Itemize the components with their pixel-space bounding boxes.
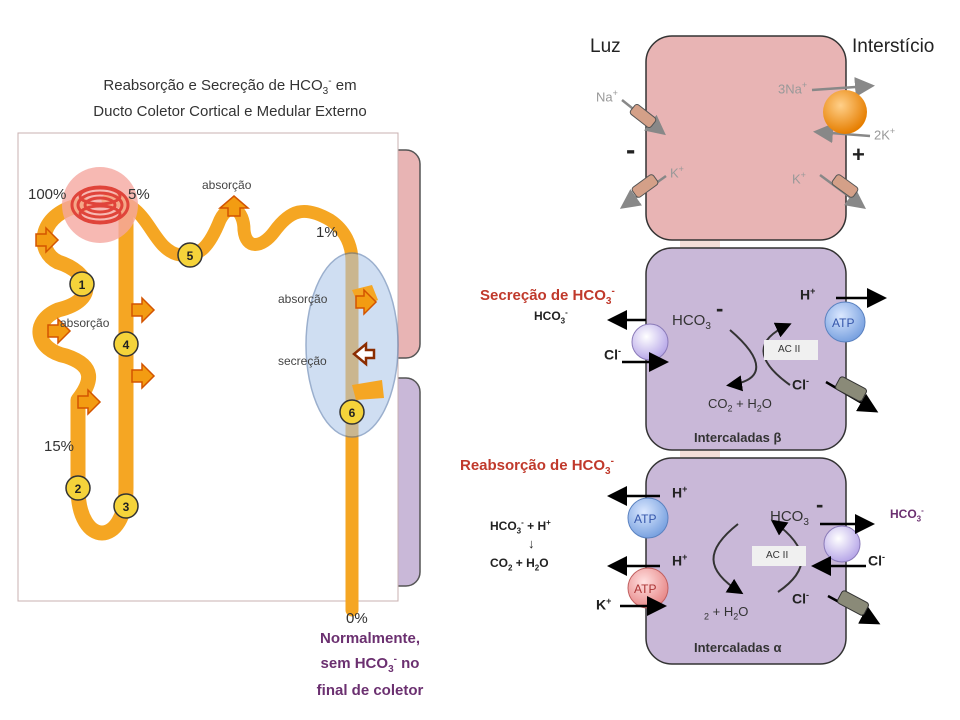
alpha-k-lumen: K+ <box>596 596 612 613</box>
absorption-label-left: absorção <box>60 316 110 330</box>
beta-exchanger <box>631 323 669 361</box>
segment-3-label: 3 <box>123 500 130 514</box>
beta-hco3-cell: HCO3 <box>672 312 711 332</box>
secretion-arrow <box>352 341 376 367</box>
duct-branch <box>352 285 384 400</box>
beta-ac-label: AC II <box>778 344 801 355</box>
alpha-heading: Reabsorção de HCO3- <box>460 456 614 477</box>
alpha-co2-h2o: 2 + H2O <box>704 604 749 622</box>
beta-hco3-charge: - <box>716 296 724 321</box>
lumen-label: Luz <box>590 36 621 57</box>
interstitium-label: Interstício <box>852 36 935 57</box>
absorption-label-duct: absorção <box>278 292 328 306</box>
beta-hco3-lumen: HCO3- <box>534 308 568 326</box>
beta-cell-transport <box>607 288 887 413</box>
alpha-hco3-interstitium: HCO3- <box>890 506 924 524</box>
beta-co2-h2o: CO2 + H2O <box>708 396 772 414</box>
alpha-cell-transport <box>607 486 881 625</box>
segment-6-label: 6 <box>349 406 356 420</box>
principal-cell-transport <box>619 77 875 209</box>
absorption-label-top: absorção <box>202 178 252 192</box>
beta-cell-label: Intercaladas β <box>694 430 782 445</box>
pct-15-label: 15% <box>44 438 75 455</box>
alpha-cl-interstitium-in: Cl- <box>868 552 885 569</box>
alpha-cell-label: Intercaladas α <box>694 640 782 655</box>
beta-heading: Secreção de HCO3- <box>480 286 615 307</box>
alpha-eq-arrow: ↓ <box>528 536 535 551</box>
beta-cl-interstitium: Cl- <box>792 376 809 393</box>
beta-atp-label: ATP <box>832 316 855 330</box>
alpha-atp-pump-h <box>627 497 669 539</box>
alpha-hco3-cell: HCO3 <box>770 508 809 528</box>
alpha-exchanger <box>823 525 861 563</box>
pct-100-label: 100% <box>28 186 67 203</box>
transport-arrows <box>35 195 378 416</box>
interstitium-charge: + <box>852 142 865 167</box>
segment-markers <box>65 242 365 519</box>
segment-1-label: 1 <box>79 278 86 292</box>
alpha-ac-label: AC II <box>766 550 789 561</box>
lumen-charge: - <box>626 134 636 165</box>
pct-0-label: 0% <box>346 610 368 627</box>
alpha-hco3-charge: - <box>816 492 824 517</box>
k-interstitium-label: K+ <box>792 170 806 187</box>
alpha-atp-top: ATP <box>634 512 657 526</box>
pct-1-label: 1% <box>316 224 338 241</box>
na-label: Na+ <box>596 88 618 105</box>
segment-5-label: 5 <box>187 249 194 263</box>
alpha-h-top: H+ <box>672 484 688 501</box>
segment-2-label: 2 <box>75 482 82 496</box>
alpha-cl-interstitium-out: Cl- <box>792 590 809 607</box>
alpha-h-bottom: H+ <box>672 552 688 569</box>
beta-h-label: H+ <box>800 286 816 303</box>
na-k-pump <box>823 90 867 134</box>
pct-5-label: 5% <box>128 186 150 203</box>
secretion-label-duct: secreção <box>278 354 327 368</box>
nephron-title: Reabsorção e Secreção de HCO3- em Ducto … <box>93 76 367 120</box>
bottom-note: Normalmente, sem HCO3- no final de colet… <box>316 630 424 699</box>
alpha-atp-bottom: ATP <box>634 582 657 596</box>
glomerulus-capillaries <box>70 185 130 225</box>
na3-label: 3Na+ <box>778 80 808 97</box>
k-lumen-label: K+ <box>670 164 684 181</box>
tubule <box>32 193 359 617</box>
beta-cl-lumen: Cl- <box>604 346 621 363</box>
k2-label: 2K+ <box>874 126 896 143</box>
alpha-eq-line2: CO2 + H2O <box>490 556 549 573</box>
segment-4-label: 4 <box>123 338 130 352</box>
beta-atp-pump <box>824 301 866 343</box>
alpha-eq-line1: HCO3- + H+ <box>490 518 551 536</box>
principal-cell <box>645 35 847 241</box>
